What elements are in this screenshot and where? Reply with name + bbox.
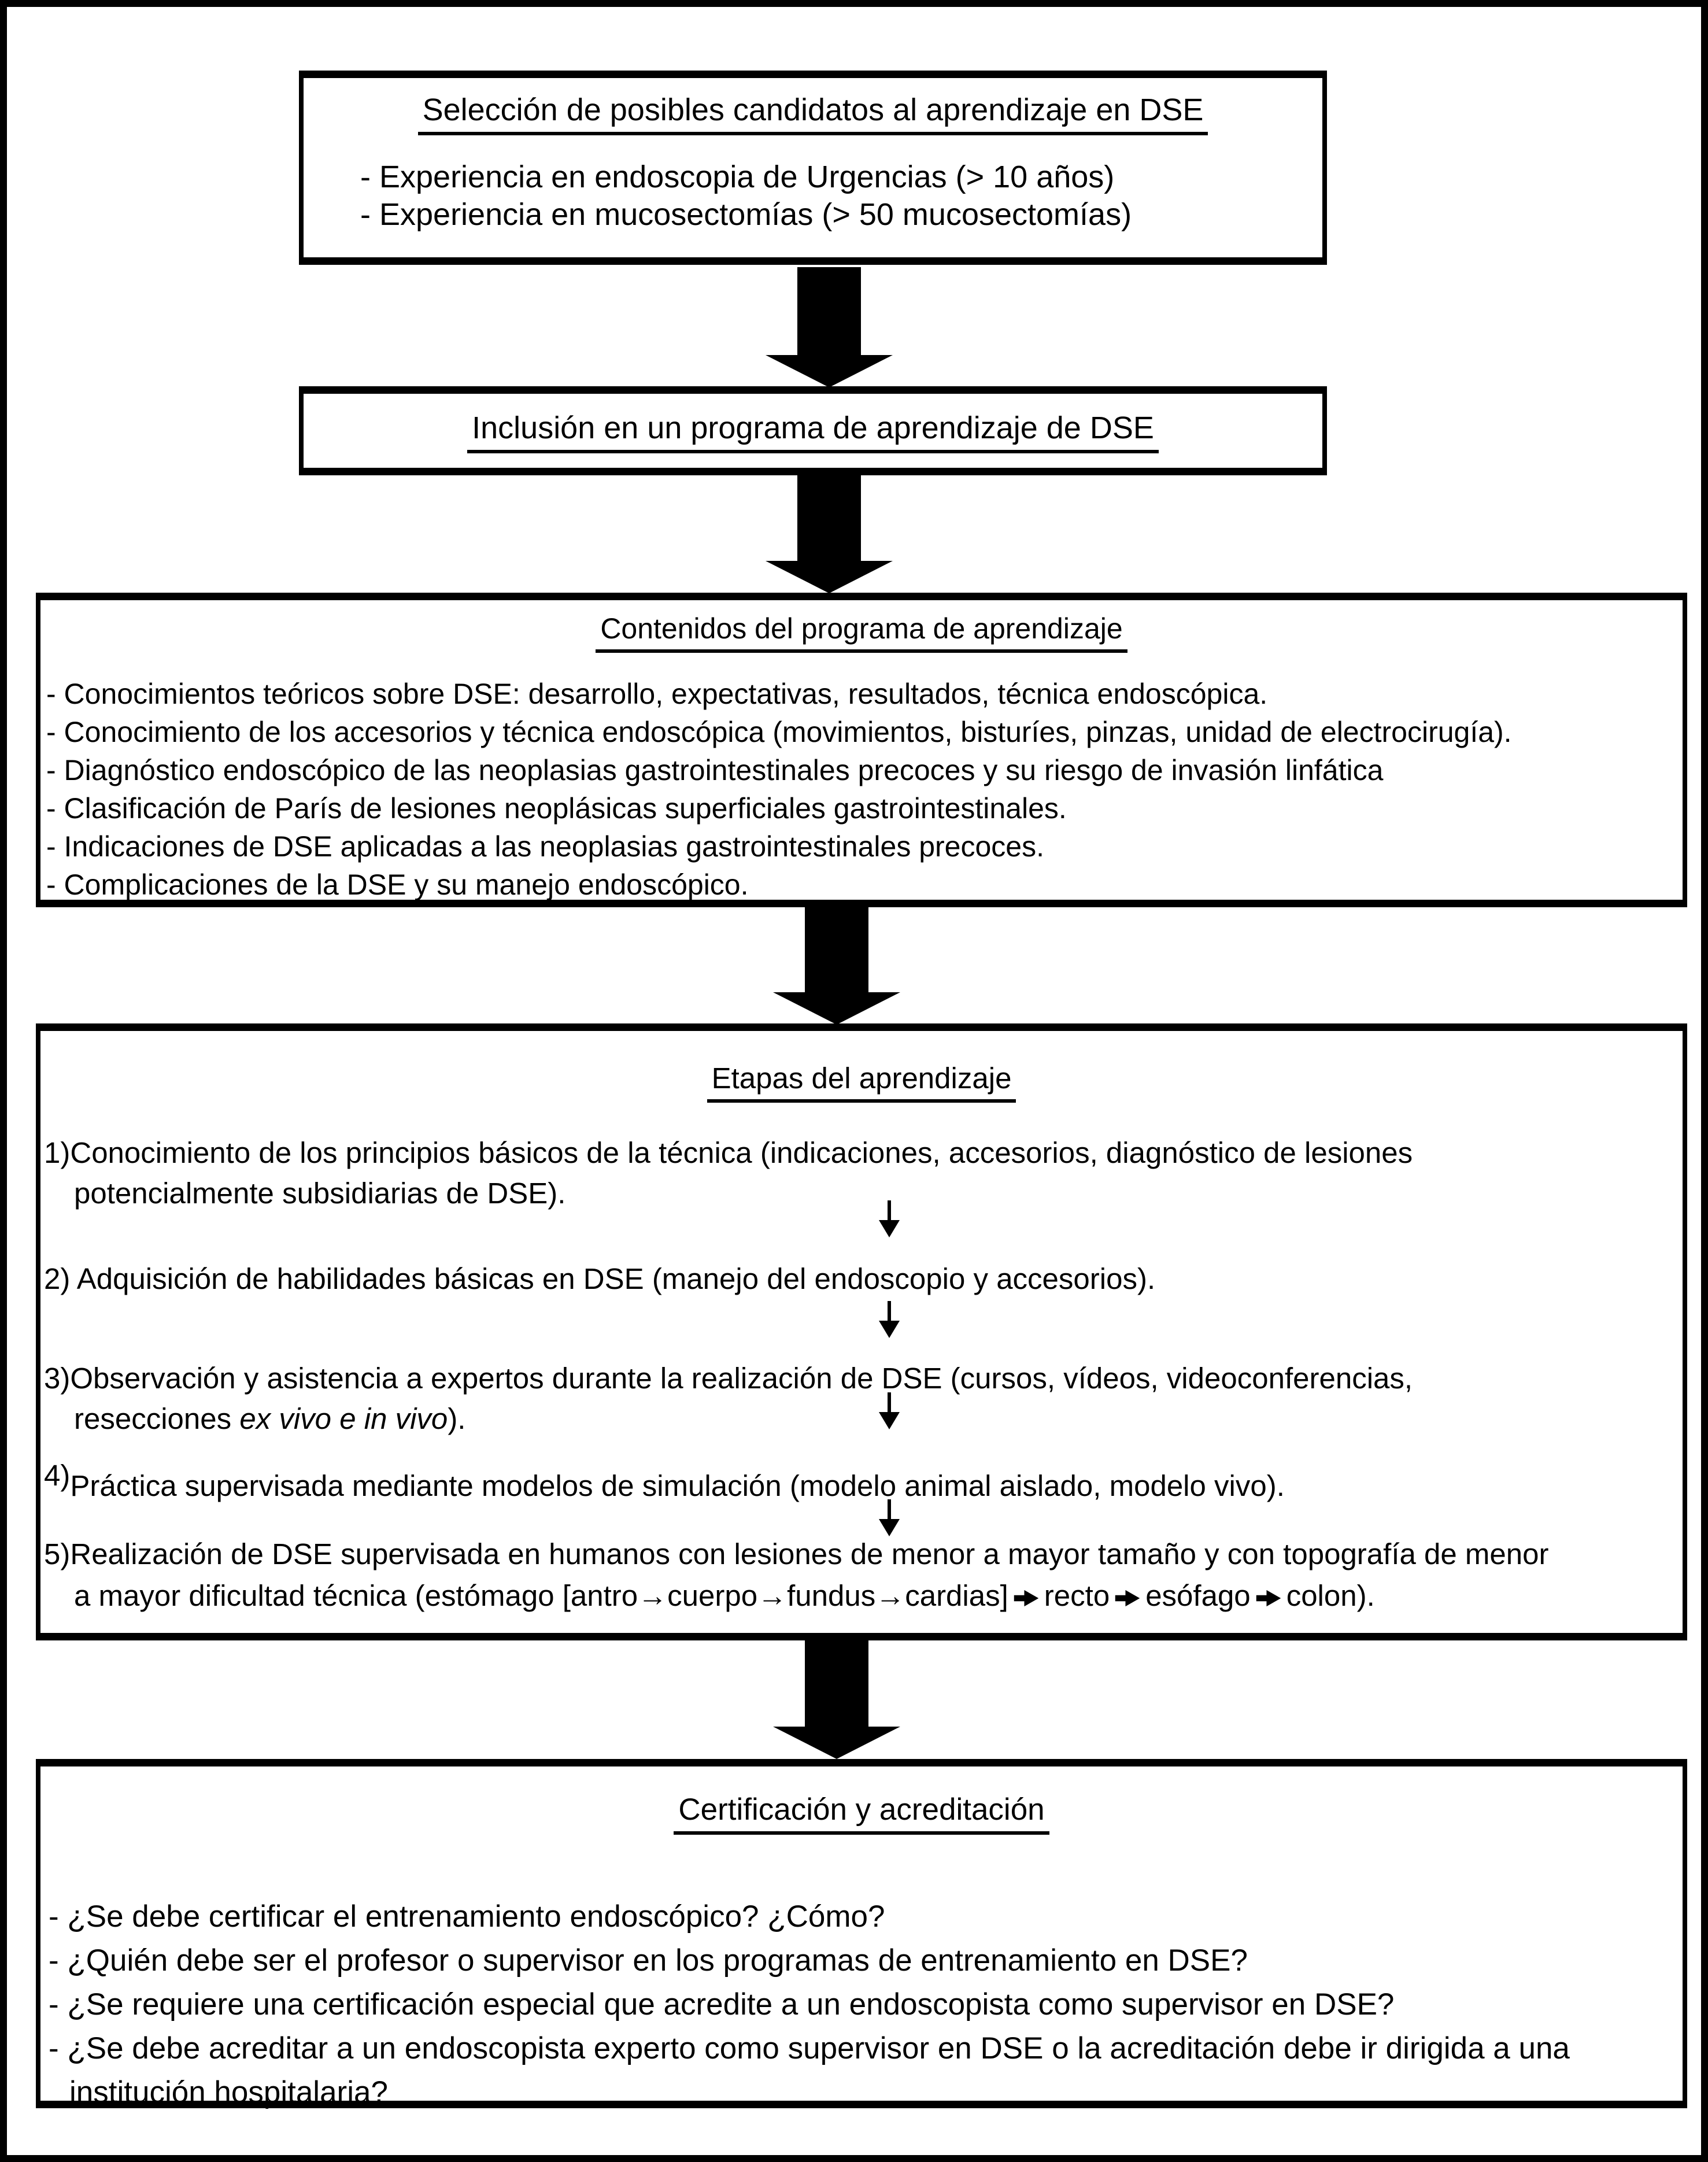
down-arrow-shaft [797, 473, 861, 561]
contents-box: Contenidos del programa de aprendizaje -… [36, 593, 1687, 907]
certification-box: Certificación y acreditación - ¿Se debe … [36, 1759, 1687, 2109]
stage-4-number: 4) [44, 1459, 71, 1492]
stage-3-line-2: resecciones ex vivo e in vivo). [74, 1402, 465, 1436]
small-down-arrow-head [879, 1412, 900, 1429]
down-arrow-head [773, 1727, 900, 1759]
selection-item: - Experiencia en endoscopia de Urgencias… [360, 160, 1115, 194]
inclusion-box-title: Inclusión en un programa de aprendizaje … [304, 410, 1322, 453]
small-down-arrow-shaft [888, 1499, 891, 1519]
certification-item: - ¿Quién debe ser el profesor o supervis… [49, 1943, 1248, 1978]
small-down-arrow-head [879, 1220, 900, 1237]
stage-3-line-2-italic: ex vivo e in vivo [239, 1402, 448, 1435]
down-arrow-icon [773, 904, 900, 1025]
contents-items: - Conocimientos teóricos sobre DSE: desa… [40, 675, 1683, 904]
stage-1-line-1: 1)Conocimiento de los principios básicos… [44, 1136, 1413, 1170]
inclusion-box: Inclusión en un programa de aprendizaje … [299, 386, 1327, 475]
contents-item: - Conocimiento de los accesorios y técni… [46, 716, 1512, 748]
stage-5-line-2: a mayor dificultad técnica (estómago [an… [74, 1579, 1375, 1613]
heavy-right-arrow-icon [1014, 1590, 1039, 1607]
selection-box-title-text: Selección de posibles candidatos al apre… [417, 92, 1208, 135]
contents-item: - Diagnóstico endoscópico de las neoplas… [46, 754, 1384, 786]
stages-box-title-text: Etapas del aprendizaje [707, 1061, 1016, 1103]
stage-2-line: 2) Adquisición de habilidades básicas en… [44, 1262, 1155, 1296]
certification-items: - ¿Se debe certificar el entrenamiento e… [40, 1895, 1683, 2115]
stage-1-number: 1) [44, 1136, 71, 1169]
small-down-arrow-shaft [888, 1200, 891, 1220]
small-down-arrow-icon [879, 1200, 900, 1237]
small-down-arrow-head [879, 1519, 900, 1536]
certification-item: - ¿Se requiere una certificación especia… [49, 1987, 1395, 2021]
down-arrow-icon [766, 267, 893, 387]
stage-5-text: Realización de DSE supervisada en humano… [70, 1538, 1549, 1570]
down-arrow-shaft [805, 1639, 868, 1727]
contents-item: - Indicaciones de DSE aplicadas a las ne… [46, 830, 1044, 863]
stage-3-line-2-end: ). [448, 1402, 466, 1435]
small-down-arrow-icon [879, 1301, 900, 1338]
stage-3-line-1: 3)Observación y asistencia a expertos du… [44, 1362, 1413, 1395]
small-down-arrow-head [879, 1321, 900, 1338]
stage-5-line-2-start: a mayor dificultad técnica (estómago [an… [74, 1579, 1008, 1612]
stage-1-line-2: potencialmente subsidiarias de DSE). [74, 1177, 566, 1210]
heavy-right-arrow-icon [1115, 1590, 1140, 1607]
down-arrow-head [773, 992, 900, 1025]
stage-1-text: Conocimiento de los principios básicos d… [70, 1136, 1413, 1169]
contents-item: - Conocimientos teóricos sobre DSE: desa… [46, 678, 1268, 710]
down-arrow-head [766, 561, 893, 593]
stage-4-text: Práctica supervisada mediante modelos de… [70, 1469, 1285, 1502]
certification-item: - ¿Se debe certificar el entrenamiento e… [49, 1899, 885, 1934]
contents-box-title-text: Contenidos del programa de aprendizaje [596, 612, 1127, 653]
down-arrow-head [766, 355, 893, 387]
selection-box: Selección de posibles candidatos al apre… [299, 71, 1327, 265]
stage-5-line-1: 5)Realización de DSE supervisada en huma… [44, 1538, 1548, 1571]
down-arrow-shaft [797, 267, 861, 355]
small-down-arrow-icon [879, 1392, 900, 1429]
down-arrow-icon [773, 1639, 900, 1759]
stage-5-destination: recto [1044, 1579, 1110, 1612]
stage-2-text: Adquisición de habilidades básicas en DS… [76, 1262, 1156, 1295]
small-down-arrow-shaft [888, 1301, 891, 1321]
stage-4-line: 4)Práctica supervisada mediante modelos … [44, 1459, 1285, 1503]
inclusion-box-title-text: Inclusión en un programa de aprendizaje … [467, 410, 1159, 453]
small-down-arrow-icon [879, 1499, 900, 1536]
stage-2-number: 2) [44, 1262, 77, 1295]
contents-item: - Complicaciones de la DSE y su manejo e… [46, 869, 749, 901]
selection-items: - Experiencia en endoscopia de Urgencias… [304, 158, 1322, 234]
contents-item: - Clasificación de París de lesiones neo… [46, 792, 1067, 825]
certification-item: - ¿Se debe acreditar a un endoscopista e… [49, 2031, 1570, 2065]
stage-3-line-2-start: resecciones [74, 1402, 240, 1435]
down-arrow-shaft [805, 904, 868, 992]
heavy-right-arrow-icon [1256, 1590, 1281, 1607]
down-arrow-icon [766, 473, 893, 593]
small-down-arrow-shaft [888, 1392, 891, 1412]
selection-box-title: Selección de posibles candidatos al apre… [304, 92, 1322, 135]
selection-item: - Experiencia en mucosectomías (> 50 muc… [360, 197, 1132, 232]
stage-3-text: Observación y asistencia a expertos dura… [70, 1362, 1413, 1395]
stages-box-title: Etapas del aprendizaje [40, 1061, 1683, 1103]
certification-item-continuation: institución hospitalaria? [69, 2075, 388, 2109]
contents-box-title: Contenidos del programa de aprendizaje [40, 612, 1683, 653]
stage-5-destination: esófago [1145, 1579, 1251, 1612]
stage-3-number: 3) [44, 1362, 71, 1395]
certification-box-title-text: Certificación y acreditación [674, 1792, 1049, 1835]
stages-box: Etapas del aprendizaje 1)Conocimiento de… [36, 1023, 1687, 1640]
stage-5-number: 5) [44, 1538, 71, 1570]
stage-5-destination: colon). [1286, 1579, 1375, 1612]
certification-box-title: Certificación y acreditación [40, 1792, 1683, 1835]
